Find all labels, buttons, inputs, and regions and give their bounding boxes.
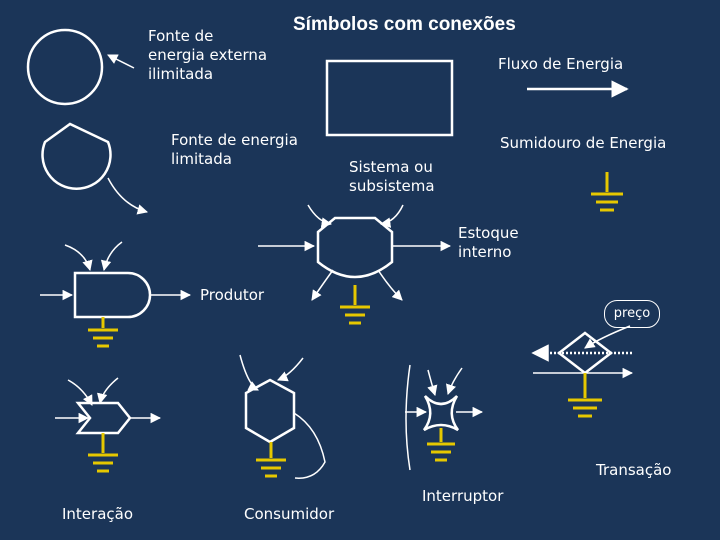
- storage-inflow-1: [307, 204, 333, 228]
- switch-star: [422, 395, 460, 432]
- storage-heat-sink: [340, 285, 370, 325]
- label-producer: Produtor: [200, 286, 265, 304]
- heat-sink-symbol: [591, 172, 623, 212]
- label-energy-flow: Fluxo de Energia: [498, 55, 624, 73]
- producer-inflow-2: [100, 241, 123, 272]
- interaction-inflow-2: [97, 377, 119, 405]
- switch-heat-sink: [427, 428, 455, 462]
- label-transaction: Transação: [596, 461, 672, 479]
- consumer-inflow-2: [277, 357, 304, 382]
- label-unlimited-source: Fonte de energia externa ilimitada: [148, 27, 268, 83]
- storage-outflow-1: [311, 269, 334, 301]
- consumer-heat-sink: [256, 442, 286, 478]
- label-consumer: Consumidor: [244, 505, 335, 523]
- limited-source-outflow: [107, 177, 149, 215]
- consumer-hexagon: [244, 378, 296, 444]
- price-label: preço: [604, 300, 660, 328]
- system-rectangle: [325, 59, 454, 137]
- producer-heat-sink: [88, 317, 118, 348]
- label-heat-sink: Sumidouro de Energia: [500, 134, 667, 152]
- producer-inflow-1: [64, 244, 93, 272]
- consumer-inflow-1: [239, 354, 259, 391]
- storage-inflow-2: [379, 204, 404, 228]
- label-limited-source: Fonte de energia limitada: [171, 131, 298, 168]
- diagram-title: Símbolos com conexões: [293, 14, 516, 35]
- label-storage: Estoque interno: [458, 224, 519, 261]
- interaction-inflow-1: [67, 379, 93, 406]
- label-system: Sistema ou subsistema: [349, 158, 435, 195]
- switch-inflow-2: [446, 367, 463, 395]
- storage-tank-shape: [316, 216, 394, 279]
- unlimited-source-pointer: [107, 54, 135, 69]
- consumer-feedback: [293, 412, 326, 479]
- switch-side-line: [405, 364, 411, 471]
- label-interaction: Interação: [62, 505, 134, 523]
- limited-source-shape: [41, 122, 112, 191]
- interaction-heat-sink: [88, 433, 118, 473]
- label-switch: Interruptor: [422, 487, 504, 505]
- switch-inflow-1: [427, 369, 438, 397]
- producer-shape: [73, 271, 152, 319]
- unlimited-source-circle: [26, 28, 104, 106]
- interaction-shape: [75, 401, 132, 435]
- transaction-heat-sink: [568, 373, 602, 418]
- storage-outflow-2: [377, 269, 403, 301]
